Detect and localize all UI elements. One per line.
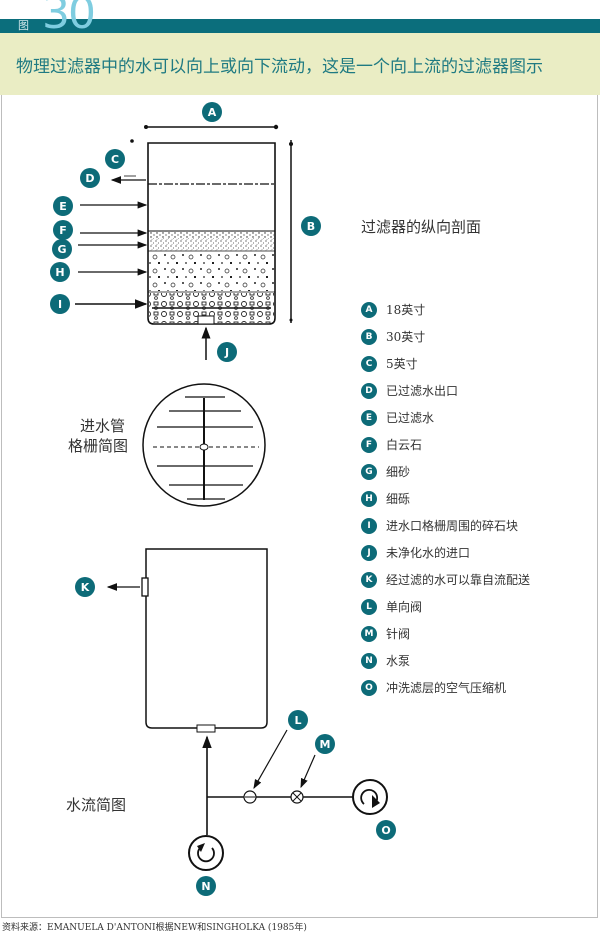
legend-badge: J (361, 544, 377, 561)
legend-badge: L (361, 598, 377, 615)
legend-text: 单向阀 (386, 600, 423, 614)
legend-text: 冲洗滤层的空气压缩机 (386, 681, 507, 695)
inlet-grate-sketch (142, 383, 266, 507)
figure-prefix: 图 (18, 19, 29, 32)
badge-m: M (315, 734, 335, 754)
figure-number: 30 (42, 0, 96, 39)
legend-text: 针阀 (386, 627, 411, 641)
figure-frame (1, 95, 598, 918)
legend-text: 经过滤的水可以靠自流配送 (386, 573, 531, 587)
grate-label-line2: 格栅简图 (68, 437, 129, 455)
legend-item: B 30英寸 (361, 323, 530, 350)
fine-gravel-layer (149, 252, 274, 291)
fine-sand-layer (149, 238, 274, 251)
badge-a: A (202, 102, 222, 122)
flow-diagram (106, 548, 388, 871)
legend-item: J 未净化水的进口 (361, 539, 530, 566)
legend-item: K 经过滤的水可以靠自流配送 (361, 566, 530, 593)
legend-badge: O (361, 679, 377, 696)
legend-badge: M (361, 625, 377, 642)
grate-label-line1: 进水管 (80, 417, 126, 435)
legend-text: 30英寸 (386, 330, 426, 344)
legend-badge: D (361, 382, 377, 399)
legend-text: 5英寸 (386, 357, 418, 371)
legend-badge: H (361, 490, 377, 507)
legend-badge: K (361, 571, 377, 588)
legend-item: E 已过滤水 (361, 404, 530, 431)
badge-e: E (53, 196, 73, 216)
legend-text: 18英寸 (386, 303, 426, 317)
legend-text: 已过滤水出口 (386, 384, 459, 398)
legend-badge: E (361, 409, 377, 426)
filter-cross-section (75, 124, 293, 360)
legend-text: 已过滤水 (386, 411, 435, 425)
badge-f: F (53, 220, 73, 240)
dolomite-layer (149, 231, 274, 238)
badge-n: N (196, 876, 216, 896)
legend-item: L 单向阀 (361, 593, 530, 620)
badge-h: H (50, 262, 70, 282)
legend-text: 未净化水的进口 (386, 546, 471, 560)
legend-text: 白云石 (386, 438, 423, 452)
title-banner (0, 33, 600, 95)
badge-i: I (50, 294, 70, 314)
legend-badge: N (361, 652, 377, 669)
legend-badge: C (361, 355, 377, 372)
legend-text: 进水口格栅周围的碎石块 (386, 519, 519, 533)
legend-item: F 白云石 (361, 431, 530, 458)
legend-item: C 5英寸 (361, 350, 530, 377)
badge-o: O (376, 820, 396, 840)
legend-item: A 18英寸 (361, 296, 530, 323)
source-credit: 资料来源：EMANUELA D'ANTONI根据NEW和SINGHOLKA (1… (2, 923, 307, 933)
air-compressor (352, 779, 388, 815)
legend-badge: B (361, 328, 377, 345)
flow-label: 水流简图 (66, 796, 127, 814)
legend-badge: I (361, 517, 377, 534)
legend-badge: F (361, 436, 377, 453)
legend-item: M 针阀 (361, 620, 530, 647)
badge-c: C (105, 149, 125, 169)
badge-j: J (217, 342, 237, 362)
legend-item: G 细砂 (361, 458, 530, 485)
legend-item: H 细砾 (361, 485, 530, 512)
badge-b: B (301, 216, 321, 236)
legend-badge: A (361, 301, 377, 318)
badge-k: K (75, 577, 95, 597)
legend-item: I 进水口格栅周围的碎石块 (361, 512, 530, 539)
legend-badge: G (361, 463, 377, 480)
legend-text: 细砾 (386, 492, 411, 506)
storage-tank (145, 548, 268, 729)
legend-text: 细砂 (386, 465, 411, 479)
legend-item: D 已过滤水出口 (361, 377, 530, 404)
arrow-m (300, 754, 316, 789)
legend-item: N 水泵 (361, 647, 530, 674)
badge-d: D (80, 168, 100, 188)
figure-title: 物理过滤器中的水可以向上或向下流动，这是一个向上流的过滤器图示 (16, 57, 543, 77)
legend-text: 水泵 (386, 654, 411, 668)
water-pump (188, 835, 224, 871)
legend-item: O 冲洗滤层的空气压缩机 (361, 674, 530, 701)
arrow-l (253, 729, 288, 790)
badge-g: G (52, 239, 72, 259)
section-label: 过滤器的纵向剖面 (361, 218, 482, 236)
badge-l: L (288, 710, 308, 730)
header-band (0, 19, 600, 33)
